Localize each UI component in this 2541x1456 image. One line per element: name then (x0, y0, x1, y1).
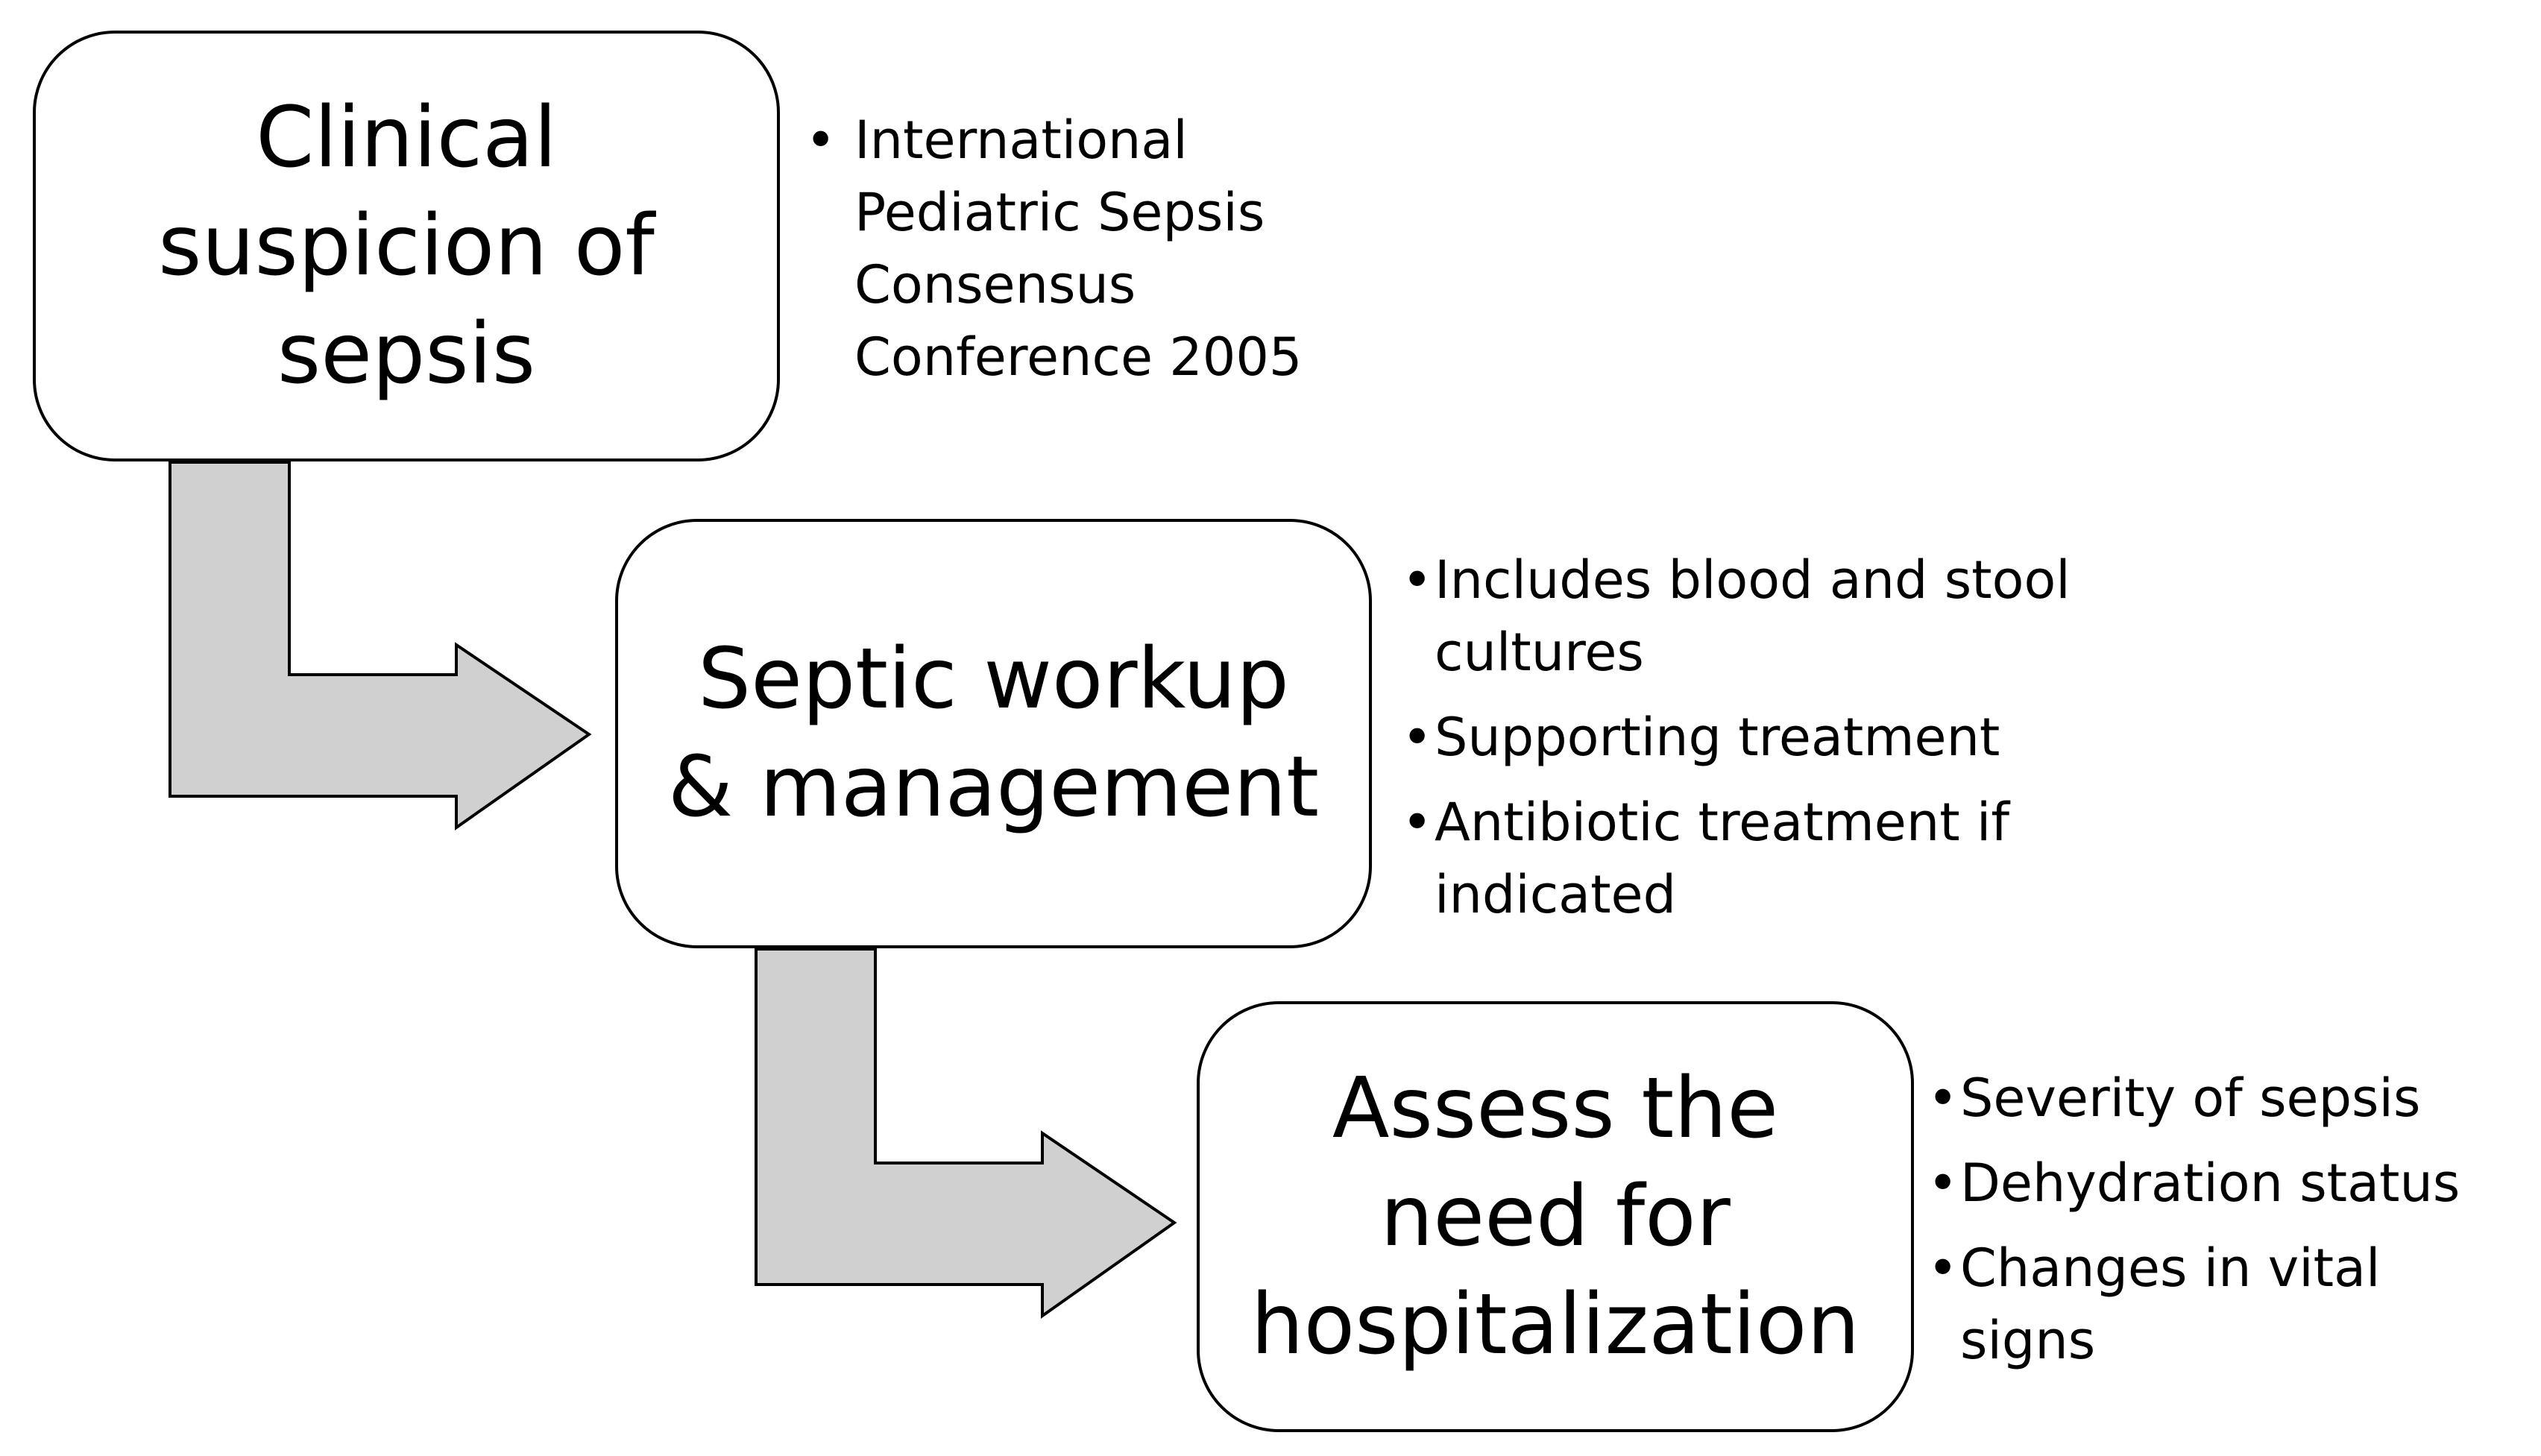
bullet-line: Supporting treatment (1435, 707, 2000, 768)
step-3-line: need for (1380, 1167, 1731, 1265)
bullet-item: • Antibiotic treatment if indicated (1402, 787, 2147, 931)
bullet-dot-icon: • (1927, 1238, 1959, 1299)
bent-arrow-2 (755, 948, 1177, 1319)
step-3-bullet-list: • Severity of sepsis • Dehydration statu… (1927, 1062, 2524, 1390)
bullet-item: • Supporting treatment (1402, 702, 2147, 774)
step-box-septic-workup: Septic workup & management (615, 519, 1372, 948)
bullet-line: International (854, 110, 1188, 171)
step-2-bullet-list: • Includes blood and stool cultures • Su… (1402, 544, 2147, 944)
bullet-dot-icon: • (1402, 549, 1433, 611)
bullet-item: • International Pediatric Sepsis Consens… (805, 104, 1372, 394)
bullet-item: • Includes blood and stool cultures (1402, 544, 2147, 689)
bullet-item: • Severity of sepsis (1927, 1062, 2524, 1135)
step-3-line: hospitalization (1250, 1276, 1860, 1373)
bullet-line: Conference 2005 (854, 327, 1303, 388)
bullet-line: indicated (1435, 864, 1677, 925)
bullet-dot-icon: • (1927, 1068, 1959, 1129)
bullet-dot-icon: • (805, 110, 837, 171)
bullet-line: Severity of sepsis (1960, 1068, 2421, 1129)
step-box-assess-hospitalization: Assess the need for hospitalization (1197, 1001, 1914, 1432)
bullet-line: Pediatric Sepsis (854, 182, 1265, 243)
step-3-line: Assess the (1332, 1059, 1779, 1157)
bullet-dot-icon: • (1402, 792, 1433, 853)
bullet-dot-icon: • (1927, 1153, 1959, 1214)
bullet-line: Changes in vital signs (1960, 1238, 2381, 1371)
bullet-item: • Dehydration status (1927, 1147, 2524, 1220)
bullet-item: • Changes in vital signs (1927, 1232, 2524, 1377)
step-box-clinical-suspicion: Clinical suspicion of sepsis (33, 31, 780, 461)
step-1-line: Clinical (256, 89, 557, 186)
bullet-line: Dehydration status (1960, 1153, 2460, 1214)
bullet-dot-icon: • (1402, 707, 1433, 768)
step-2-line: Septic workup (698, 631, 1289, 728)
step-1-bullet-list: • International Pediatric Sepsis Consens… (805, 104, 1372, 394)
bullet-line: cultures (1435, 622, 1644, 683)
bullet-line: Consensus (854, 254, 1136, 315)
bullet-line: Antibiotic treatment if (1435, 792, 2009, 853)
bent-arrow-1 (169, 461, 592, 831)
step-1-line: suspicion of (158, 197, 655, 294)
bullet-line: Includes blood and stool (1435, 549, 2071, 611)
step-2-line: & management (667, 739, 1320, 836)
step-1-line: sepsis (277, 305, 536, 403)
